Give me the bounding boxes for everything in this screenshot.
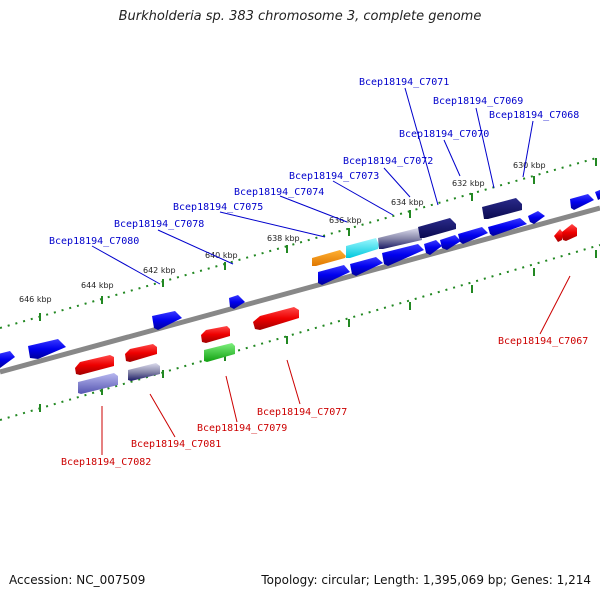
accession-text: Accession: NC_007509 (9, 573, 146, 587)
gene-label[interactable]: Bcep18194_C7080 (49, 236, 139, 247)
gene-arrow[interactable] (418, 218, 456, 238)
tick-label: 644 kbp (81, 281, 114, 290)
gene-arrow[interactable] (382, 244, 424, 266)
gene-arrow[interactable] (346, 238, 379, 258)
genome-stats-text: Topology: circular; Length: 1,395,069 bp… (261, 573, 591, 587)
tick-label: 638 kbp (267, 234, 300, 243)
gene-arrow[interactable] (488, 218, 527, 236)
gene-arrow[interactable] (229, 295, 245, 309)
tick-label: 642 kbp (143, 266, 176, 275)
gene-label[interactable]: Bcep18194_C7069 (433, 96, 523, 107)
reverse-leader-lines (101, 275, 571, 455)
gene-label[interactable]: Bcep18194_C7068 (489, 110, 579, 121)
forward-leader-lines (91, 87, 534, 285)
gene-arrow[interactable] (125, 344, 157, 362)
gene-arrow[interactable] (595, 189, 600, 200)
gene-arrow[interactable] (570, 194, 594, 210)
gene-arrow[interactable] (378, 228, 422, 249)
gene-arrow[interactable] (78, 373, 118, 394)
gene-arrow[interactable] (424, 240, 442, 255)
gene-arrow[interactable] (0, 351, 15, 368)
gene-label[interactable]: Bcep18194_C7071 (359, 77, 449, 88)
gene-label[interactable]: Bcep18194_C7067 (498, 336, 588, 347)
gene-arrow[interactable] (350, 257, 383, 276)
gene-label[interactable]: Bcep18194_C7079 (197, 423, 287, 434)
tick-label: 632 kbp (452, 179, 485, 188)
gene-arrow[interactable] (312, 250, 346, 266)
gene-arrow[interactable] (528, 211, 545, 224)
tick-label: 640 kbp (205, 251, 238, 260)
gene-arrow[interactable] (562, 224, 577, 241)
gene-label[interactable]: Bcep18194_C7072 (343, 156, 433, 167)
gene-arrow[interactable] (440, 235, 461, 250)
gene-arrow[interactable] (75, 355, 114, 375)
chromosome-backbone (0, 205, 600, 375)
gene-label[interactable]: Bcep18194_C7082 (61, 457, 151, 468)
gene-label[interactable]: Bcep18194_C7074 (234, 187, 324, 198)
gene-arrow[interactable] (128, 363, 160, 381)
tick-label: 646 kbp (19, 295, 52, 304)
gene-label[interactable]: Bcep18194_C7077 (257, 407, 347, 418)
reverse-gene-features (75, 224, 577, 394)
gene-arrow[interactable] (458, 227, 488, 244)
tick-label: 630 kbp (513, 161, 546, 170)
tick-label: 634 kbp (391, 198, 424, 207)
gene-arrow[interactable] (554, 229, 564, 242)
map-title: Burkholderia sp. 383 chromosome 3, compl… (118, 9, 482, 24)
gene-arrow[interactable] (201, 326, 230, 343)
gene-arrow[interactable] (204, 343, 235, 362)
gene-arrow[interactable] (28, 339, 66, 359)
gene-arrow[interactable] (152, 311, 182, 330)
forward-gene-features (0, 189, 600, 368)
lower-tick-track (0, 244, 600, 421)
gene-label[interactable]: Bcep18194_C7073 (289, 171, 379, 182)
gene-label[interactable]: Bcep18194_C7070 (399, 129, 489, 140)
gene-label[interactable]: Bcep18194_C7081 (131, 439, 221, 450)
gene-label[interactable]: Bcep18194_C7078 (114, 219, 204, 230)
tick-label: 636 kbp (329, 216, 362, 225)
gene-arrow[interactable] (318, 265, 350, 285)
gene-label[interactable]: Bcep18194_C7075 (173, 202, 263, 213)
gene-arrow[interactable] (482, 198, 522, 219)
gene-arrow[interactable] (253, 307, 299, 330)
